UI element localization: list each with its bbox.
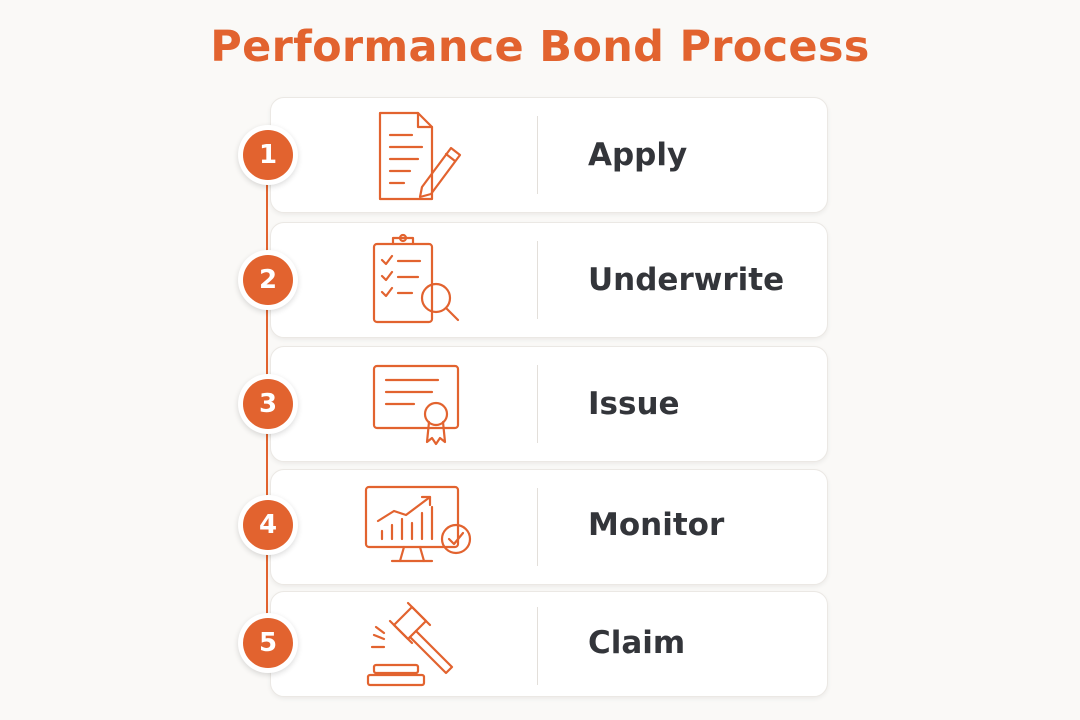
step-badge: 3 xyxy=(238,374,298,434)
step-badge: 1 xyxy=(238,125,298,185)
clipboard-magnifier-icon xyxy=(360,232,480,328)
document-pencil-icon xyxy=(360,107,480,203)
step-badge: 5 xyxy=(238,613,298,673)
page-title: Performance Bond Process xyxy=(210,22,870,72)
step-issue: 3 Issue xyxy=(0,346,1080,462)
step-card xyxy=(270,469,828,585)
step-label: Issue xyxy=(588,386,680,422)
step-divider xyxy=(537,607,538,685)
step-badge: 2 xyxy=(238,250,298,310)
monitor-chart-check-icon xyxy=(360,481,480,577)
step-card xyxy=(270,222,828,338)
step-number: 5 xyxy=(243,618,293,668)
step-card xyxy=(270,346,828,462)
step-divider xyxy=(537,365,538,443)
step-number: 2 xyxy=(243,255,293,305)
step-number: 4 xyxy=(243,500,293,550)
step-card xyxy=(270,591,828,697)
step-underwrite: 2 Underwrite xyxy=(0,222,1080,338)
step-apply: 1 Apply xyxy=(0,97,1080,213)
certificate-ribbon-icon xyxy=(360,356,480,452)
step-number: 3 xyxy=(243,379,293,429)
step-divider xyxy=(537,241,538,319)
step-badge: 4 xyxy=(238,495,298,555)
step-number: 1 xyxy=(243,130,293,180)
step-monitor: 4 Monitor xyxy=(0,469,1080,585)
step-claim: 5 Claim xyxy=(0,591,1080,707)
step-card xyxy=(270,97,828,213)
step-divider xyxy=(537,488,538,566)
step-label: Underwrite xyxy=(588,262,785,298)
gavel-icon xyxy=(360,597,480,693)
step-label: Apply xyxy=(588,137,688,173)
step-divider xyxy=(537,116,538,194)
step-label: Monitor xyxy=(588,507,725,543)
step-label: Claim xyxy=(588,625,686,661)
